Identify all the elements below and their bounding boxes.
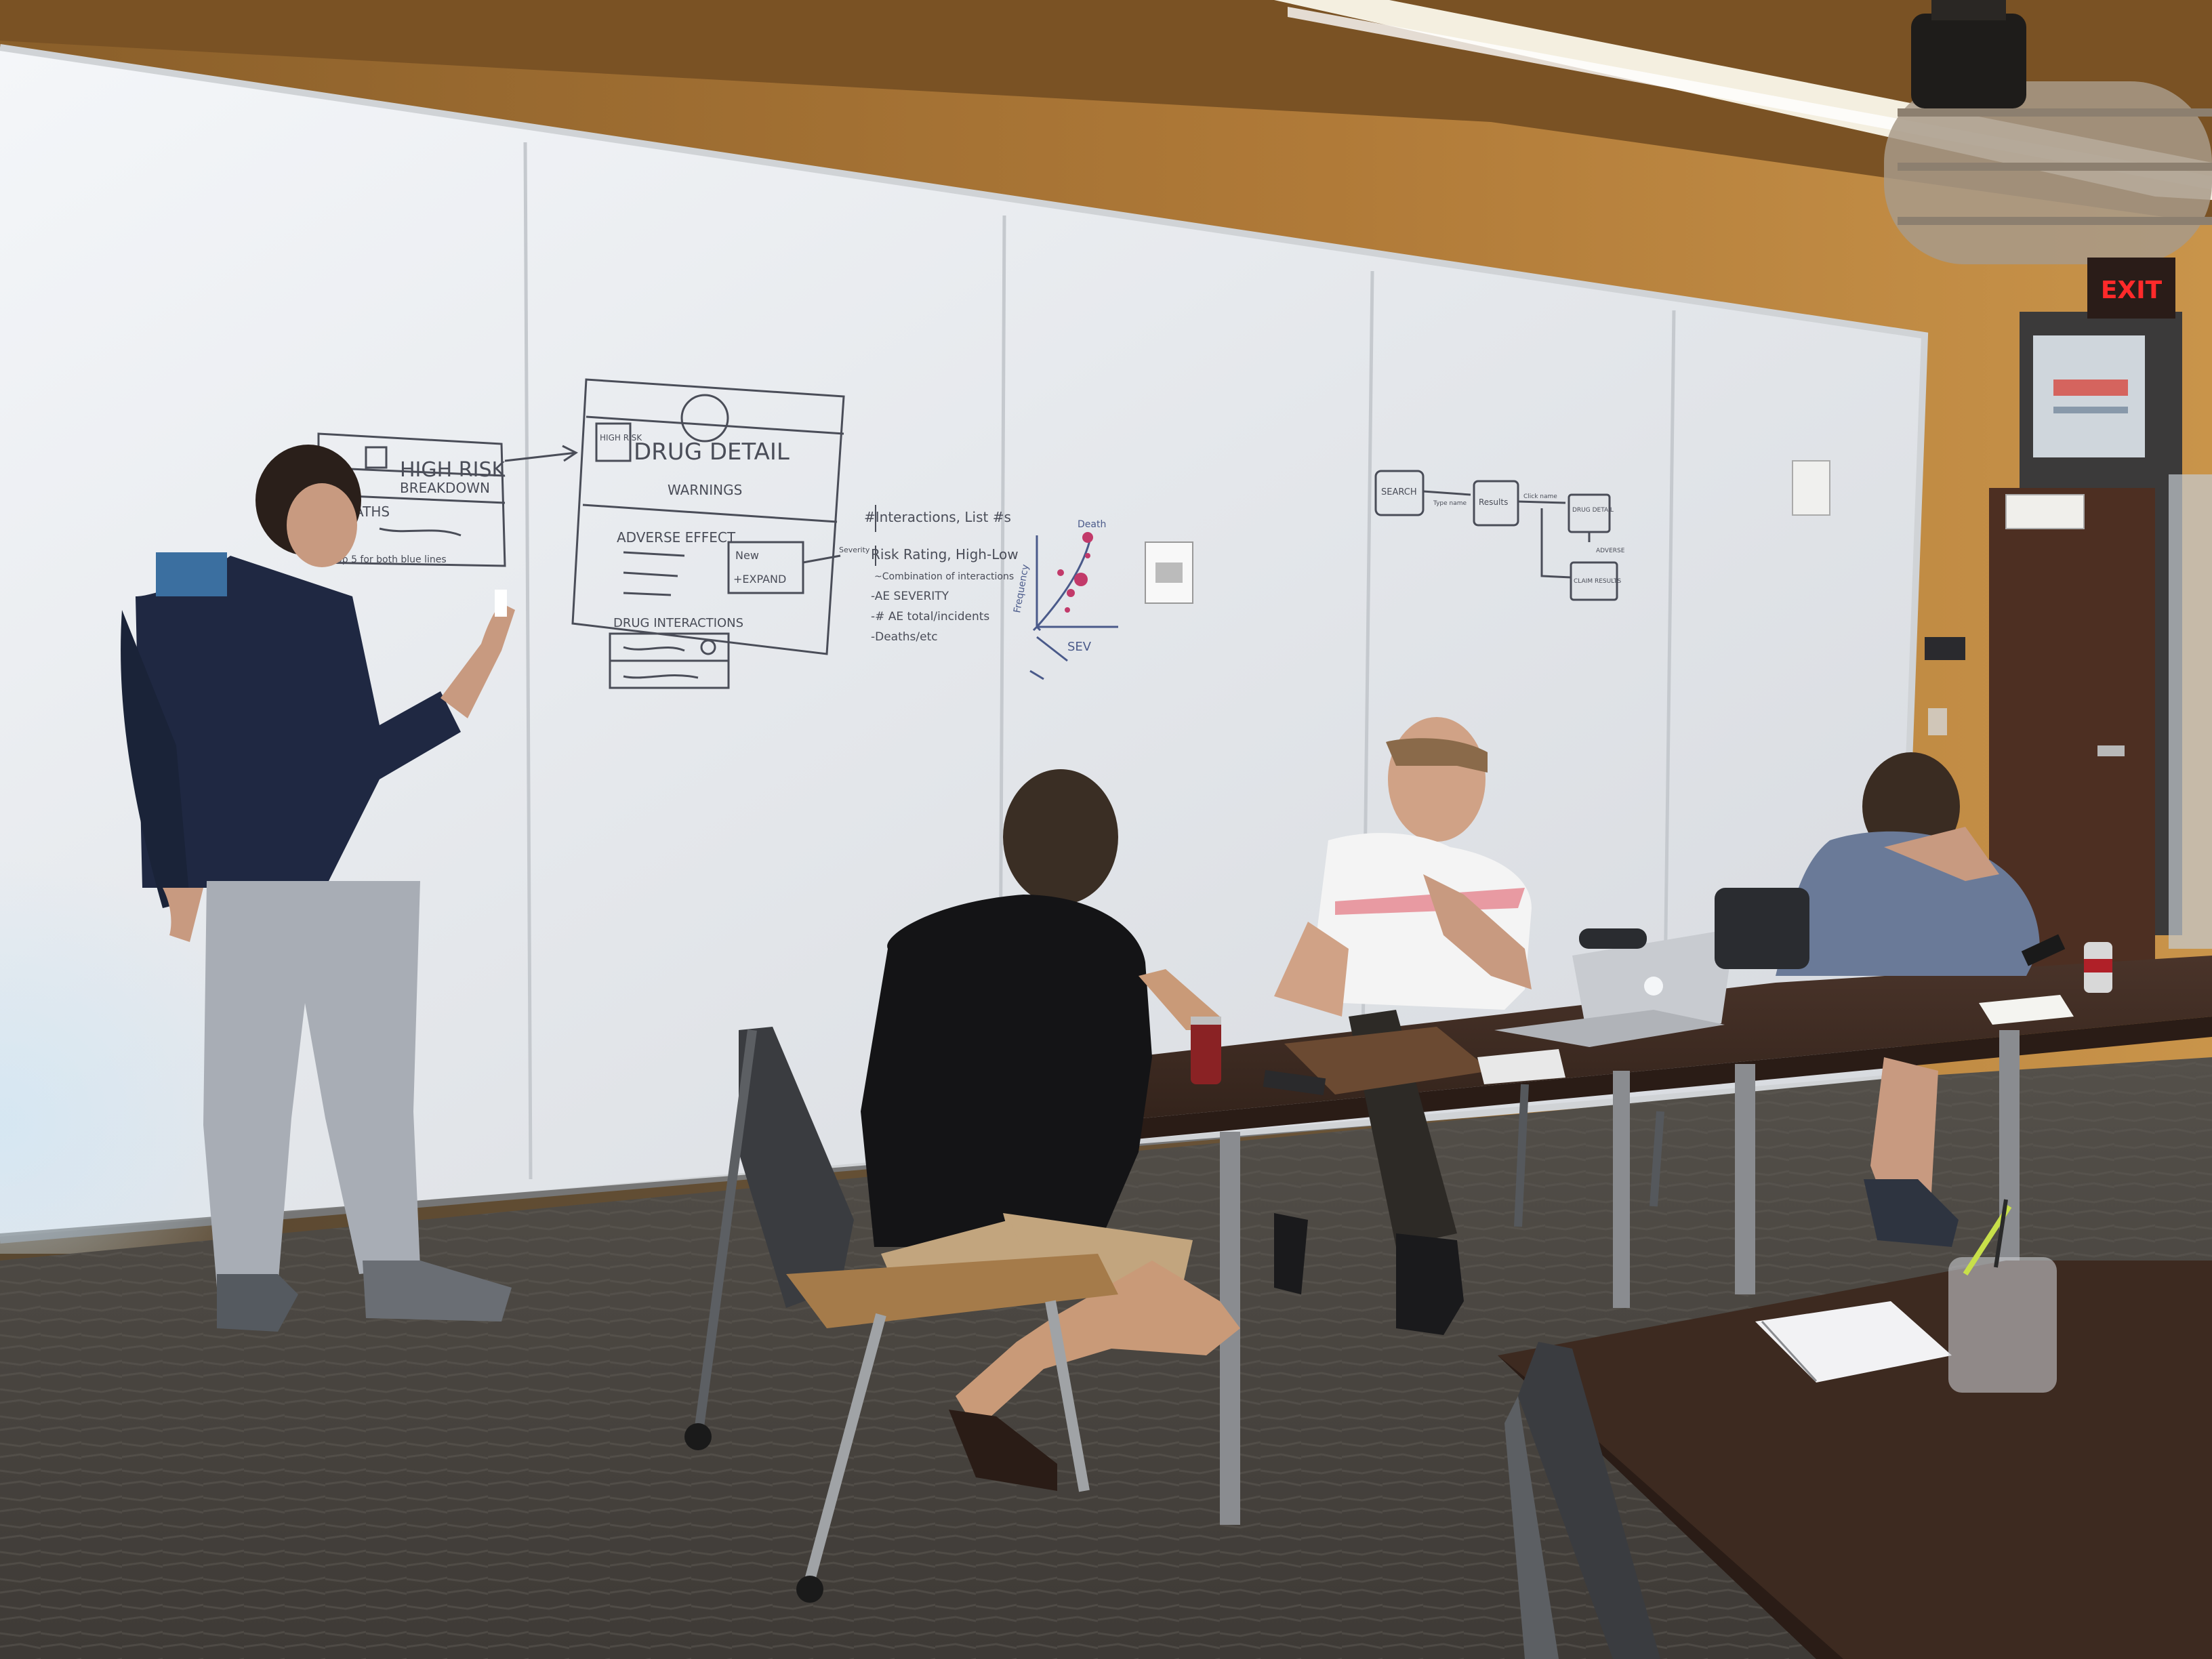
seated-man-white-shirt (1274, 717, 1532, 1335)
sketch-button-expand: +EXPAND (733, 573, 786, 586)
wall-plaque (1925, 637, 1965, 660)
note-line-3: ~Combination of interactions (874, 571, 1014, 582)
chart-point-label: Death (1078, 519, 1106, 530)
soda-can-table (1191, 1017, 1221, 1084)
flow-node-search: SEARCH (1381, 487, 1417, 497)
blue-folder (156, 552, 227, 596)
flow-edge-2: Click name (1523, 493, 1557, 500)
note-arrow-label: Severity (839, 546, 870, 554)
chair-foreground (1518, 1342, 1660, 1659)
exit-sign-box (2087, 258, 2175, 319)
sketch-warnings: WARNINGS (668, 482, 742, 498)
pen-cup (1948, 1257, 2057, 1393)
sketch-chart-points (1057, 532, 1093, 613)
sketch-button-new: New (735, 549, 759, 562)
sketch-drug-detail-screen (571, 378, 845, 689)
standing-man (121, 445, 515, 1332)
flow-edge-3: ADVERSE (1596, 548, 1625, 554)
exit-sign: EXIT (2101, 276, 2163, 304)
note-line-5: -# AE total/incidents (871, 610, 989, 623)
sketch-badge: HIGH RISK (600, 433, 642, 443)
background-chairs (1514, 888, 1809, 1227)
flow-node-claim-results: CLAIM RESULTS (1574, 578, 1621, 585)
chair-front-left (684, 1027, 1118, 1603)
sketch-breakdown: BREAKDOWN (400, 480, 490, 496)
notebook (1755, 1301, 1952, 1382)
ceiling-speaker (1911, 14, 2026, 108)
flow-node-results: Results (1479, 497, 1508, 507)
transom-window (2033, 335, 2145, 457)
note-line-1: #Interactions, List #s (864, 509, 1011, 525)
phone-on-table (1263, 1069, 1326, 1096)
sketch-drug-detail-title: DRUG DETAIL (634, 438, 790, 466)
flow-edge-1: Type name (1433, 500, 1467, 507)
sketch-drug-interactions: DRUG INTERACTIONS (613, 616, 743, 630)
light-switch (2005, 494, 2085, 529)
note-line-2: Risk Rating, High-Low (871, 546, 1019, 562)
sketch-top5-note: Top 5 for both blue lines (331, 554, 447, 565)
chart-x-label: SEV (1067, 640, 1092, 654)
sketch-adverse-effect: ADVERSE EFFECT (617, 529, 736, 546)
seated-man-phone (1776, 752, 2112, 1247)
leather-portfolio (1284, 1027, 1491, 1094)
sketch-flow-diagram (1374, 470, 1618, 601)
right-window (2169, 474, 2212, 949)
sketch-scatter-chart (1029, 535, 1118, 680)
laptop (1494, 928, 1735, 1047)
sketch-high-risk-title: HIGH RISK (400, 458, 506, 482)
note-line-6: -Deaths/etc (871, 630, 938, 644)
note-line-4: -AE SEVERITY (871, 590, 949, 603)
flow-node-drug-detail: DRUG DETAIL (1572, 507, 1614, 514)
sketch-notes: #Interactions, List #s Risk Rating, High… (839, 505, 1019, 644)
thermostat (1792, 460, 1830, 516)
